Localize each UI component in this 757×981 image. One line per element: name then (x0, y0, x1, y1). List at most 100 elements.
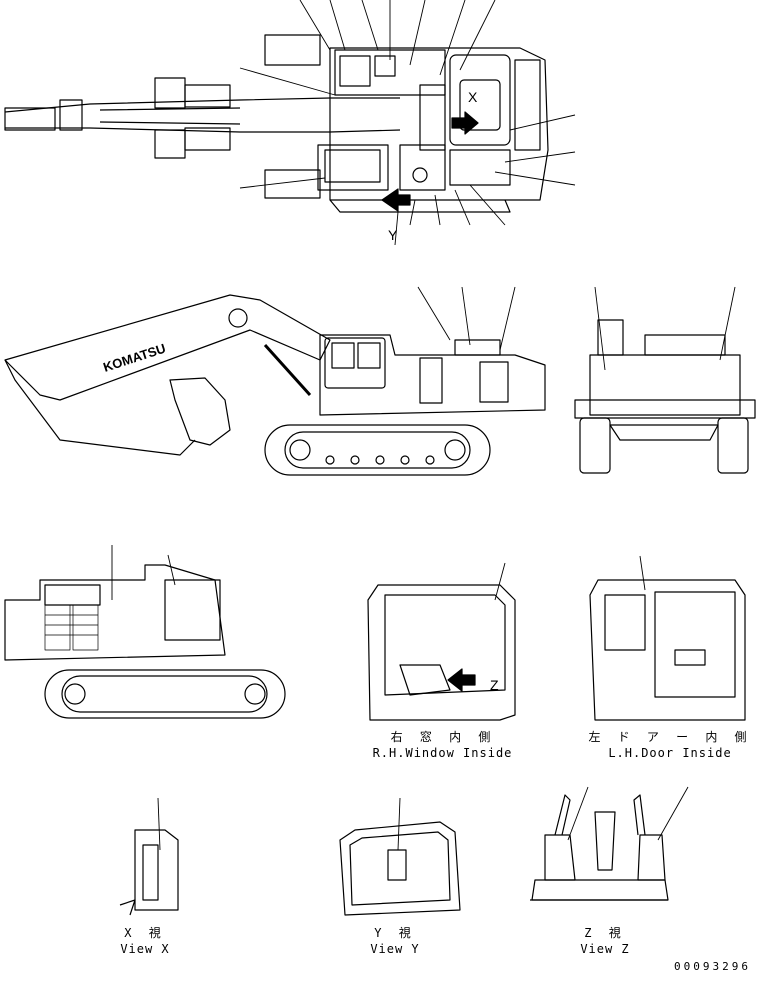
rh-lever-console (399, 664, 451, 696)
side-view-right (4, 545, 286, 719)
caption-view-z-en: View Z (580, 942, 630, 956)
valve-area (449, 149, 511, 186)
callout-z: Z (490, 677, 499, 693)
side-panel (479, 361, 509, 403)
arrow-z-icon (447, 668, 476, 692)
rear-undercarriage (609, 424, 719, 441)
callout-x-top: X (468, 89, 478, 105)
track (264, 424, 491, 476)
boom-cylinder-top (154, 77, 186, 109)
right-leader-lines (111, 545, 176, 600)
right-radiator-top (44, 584, 101, 606)
view-y-leader (397, 797, 401, 851)
bucket (169, 377, 231, 446)
top-view: X Y (4, 0, 576, 246)
cab-hatch (459, 79, 501, 131)
boom-top-line (4, 97, 400, 113)
view-z-right-lever (633, 794, 646, 836)
rear-body (589, 354, 741, 416)
center-block (419, 84, 446, 151)
hood-top (454, 339, 501, 356)
boom-hoses-bottom (184, 127, 231, 151)
caption-view-z-jp: Z 視 (584, 926, 626, 940)
boom-bottom-line (5, 127, 401, 133)
upper-body (319, 334, 546, 416)
arm (4, 359, 196, 456)
view-y-inner (349, 831, 451, 906)
caption-rh-window-en: R.H.Window Inside (372, 746, 513, 760)
arrow-y-icon (381, 188, 411, 212)
right-upper-body (4, 564, 226, 661)
tank-grille (324, 149, 381, 183)
cab-window-a (331, 342, 355, 369)
rh-window-inside: Z (367, 562, 516, 721)
view-z-detail (530, 786, 689, 901)
top-side-box (264, 34, 321, 66)
arm-link (59, 99, 83, 131)
view-x-bracket (119, 899, 136, 916)
side-leader-lines (417, 286, 516, 351)
bucket-top (4, 107, 56, 131)
caption-lh-door-en: L.H.Door Inside (608, 746, 732, 760)
right-idler (64, 683, 86, 705)
boom-cylinder (263, 343, 312, 397)
boom-hoses-top (184, 84, 231, 108)
rh-window-glass (384, 594, 506, 696)
view-z-leaders (567, 786, 689, 841)
rh-leader-line (494, 562, 506, 601)
view-x-plate (142, 844, 159, 901)
view-x-panel (134, 829, 179, 911)
rear-track-left (579, 417, 611, 474)
lh-door-glass (654, 591, 736, 698)
track-inner (284, 431, 471, 469)
right-grille (44, 604, 99, 651)
caption-view-y-jp: Y 視 (374, 926, 416, 940)
view-y-detail (339, 797, 461, 916)
grille-a (339, 55, 371, 87)
right-cab (164, 579, 221, 641)
rear-frame (574, 399, 756, 419)
top-leader-lines (239, 0, 576, 246)
lh-side-window (604, 594, 646, 651)
boom-logo: KOMATSU (101, 341, 167, 375)
view-z-left-console (544, 834, 576, 881)
track-rollers (289, 439, 466, 465)
rear-track-right (717, 417, 749, 474)
caption-view-x-jp: X 視 (124, 926, 166, 940)
track-edge (329, 199, 511, 213)
rear-panel (514, 59, 541, 151)
view-z-right-console (637, 834, 666, 881)
view-x-detail (119, 797, 179, 916)
swivel (412, 167, 428, 183)
boom-cylinder-bottom (154, 129, 186, 159)
bottom-side-box (264, 169, 321, 199)
caption-view-y-en: View Y (370, 942, 420, 956)
view-z-left-lever (554, 794, 571, 836)
side-view-left: KOMATSU (4, 286, 546, 476)
arrow-x-icon (451, 111, 479, 135)
rear-cab-edge (597, 319, 624, 356)
caption-rh-window-jp: 右 窓 内 側 (390, 730, 496, 744)
callout-y-top: Y (388, 227, 398, 243)
arm-inner-lines (99, 107, 241, 125)
right-track-inner (61, 675, 268, 713)
cab-window-b (357, 342, 381, 369)
boom-pivot (228, 308, 248, 328)
rear-hood (644, 334, 726, 356)
view-x-leader (157, 797, 161, 851)
caption-lh-door-jp: 左 ド ア ー 内 側 (588, 730, 752, 744)
cab-roof (449, 54, 511, 146)
lh-door-decal (674, 649, 706, 666)
view-y-decal (387, 849, 407, 881)
pump-area (399, 144, 446, 191)
document-number: 00093296 (674, 960, 751, 973)
view-z-floor (531, 879, 669, 901)
view-y-panel (339, 821, 461, 916)
tank-cover (317, 144, 389, 191)
view-z-pedal-stand (594, 811, 616, 871)
lh-leader-line (639, 555, 646, 591)
grille-b (374, 55, 396, 77)
rh-window-frame (367, 584, 516, 721)
